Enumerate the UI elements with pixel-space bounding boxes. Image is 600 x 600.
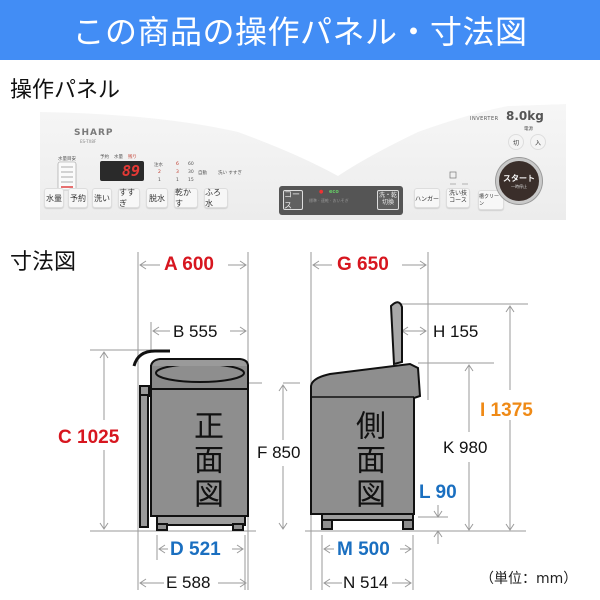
rinse-value-1: 1 <box>158 178 161 183</box>
course-button[interactable]: コース <box>283 190 303 210</box>
time-value-15: 15 <box>188 178 194 183</box>
pause-label: 一時停止 <box>511 183 527 189</box>
power-on-button[interactable]: 入 <box>530 134 546 150</box>
time-value-60: 60 <box>188 162 194 167</box>
dimension-a-width: A 600 <box>164 254 214 275</box>
bath-water-button[interactable]: ふろ水 <box>204 188 228 208</box>
spin-value-3: 3 <box>176 170 179 175</box>
rinse-value-2: 2 <box>158 170 161 175</box>
side-view-machine <box>310 301 422 530</box>
start-label: スタート <box>503 173 535 183</box>
capacity-label: 8.0kg <box>506 109 544 123</box>
spin-value-6: 6 <box>176 162 179 167</box>
hanger-button[interactable]: ハンガー <box>414 188 440 208</box>
eco-label: eco <box>329 189 339 195</box>
header-banner: この商品の操作パネル・寸法図 <box>0 0 600 60</box>
front-view-machine <box>132 349 249 531</box>
front-view-label: 正面図 <box>188 410 223 512</box>
reserve-button[interactable]: 予約 <box>68 188 88 208</box>
power-header: 電源 <box>524 127 533 132</box>
spin-button[interactable]: 脱水 <box>146 188 168 208</box>
unit-note: （単位：mm） <box>480 571 578 587</box>
water-amount-indicator-label: 水量 <box>114 155 123 160</box>
reserve-indicator-label: 予約 <box>100 155 109 160</box>
dimension-m-foot-depth: M 500 <box>337 539 390 560</box>
section-title-control-panel: 操作パネル <box>10 78 121 103</box>
remaining-indicator-label: 残り <box>128 155 137 160</box>
wash-technique-course-button[interactable]: 洗い技 コース <box>446 188 470 208</box>
inverter-label: INVERTER <box>470 116 499 122</box>
time-value-30: 30 <box>188 170 194 175</box>
start-pause-button[interactable]: スタート 一時停止 <box>496 158 542 204</box>
display-value: 89 <box>121 162 140 180</box>
side-view-label: 側面図 <box>350 410 385 512</box>
dimension-k-height: K 980 <box>443 438 488 457</box>
dimension-g-depth: G 650 <box>337 254 389 275</box>
tub-clean-button[interactable]: 槽クリーン <box>478 190 504 210</box>
spin-value-1: 1 <box>176 178 179 183</box>
dimension-f-height: F 850 <box>257 443 301 462</box>
course-options: 標準 · 速乾 · おいそぎ <box>309 198 349 203</box>
dimension-e-width: E 588 <box>166 573 211 592</box>
rinse-button[interactable]: すすぎ <box>118 188 140 208</box>
wash-button[interactable]: 洗い <box>92 188 112 208</box>
dimension-b-width: B 555 <box>173 322 218 341</box>
section-title-dimensions: 寸法図 <box>10 250 77 275</box>
course-strip: コース ● eco 標準 · 速乾 · おいそぎ 洗・乾 切換 <box>279 186 403 215</box>
wash-rinse-label: 洗い すすぎ <box>218 171 242 176</box>
dimension-d-foot-width: D 521 <box>170 539 221 560</box>
wash-dry-switch-button[interactable]: 洗・乾 切換 <box>377 190 399 210</box>
rinse-header: 注水 <box>154 163 163 168</box>
auto-label: 自動 <box>198 171 207 176</box>
water-amount-button[interactable]: 水量 <box>44 188 64 208</box>
water-level-header: 水量目安 <box>58 157 76 162</box>
model-number: ES-TX8F <box>80 139 97 144</box>
dimension-l-clearance: L 90 <box>419 482 457 503</box>
dimension-h-lid: H 155 <box>433 322 479 341</box>
power-off-button[interactable]: 切 <box>508 134 524 150</box>
led-display: 89 <box>100 161 144 181</box>
brand-logo: SHARP <box>74 128 114 138</box>
dimension-n-depth: N 514 <box>343 573 389 592</box>
page-title: この商品の操作パネル・寸法図 <box>72 13 528 51</box>
eco-red-mark: ● <box>319 189 324 195</box>
control-panel-image: SHARP ES-TX8F INVERTER 8.0kg 水量目安 予約 水量 … <box>38 104 566 220</box>
dimension-i-lid-open-height: I 1375 <box>480 400 533 421</box>
dry-button[interactable]: 乾かす <box>174 188 198 208</box>
dimension-c-height: C 1025 <box>58 427 120 448</box>
